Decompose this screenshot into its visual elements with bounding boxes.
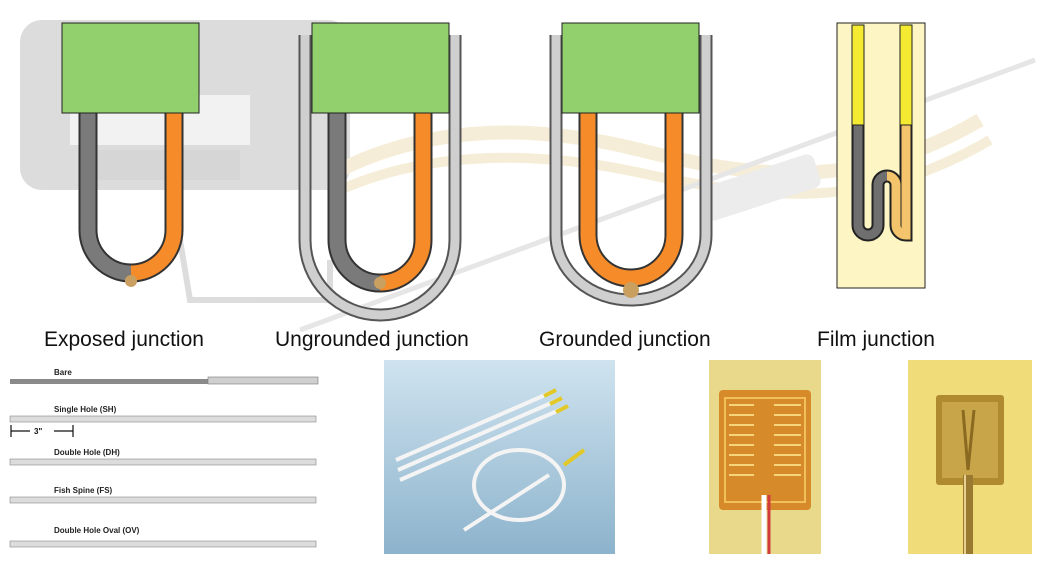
junction-diagrams <box>61 22 926 322</box>
film-sensor-photo <box>709 360 821 554</box>
dimension-label: 3" <box>34 427 42 436</box>
gold-film-probe-photo <box>908 360 1032 554</box>
exposed-junction-caption: Exposed junction <box>44 328 204 351</box>
grounded-junction-diagram <box>549 22 713 307</box>
probe-label-single-hole: Single Hole (SH) <box>54 405 117 414</box>
probe-label-bare: Bare <box>54 368 72 377</box>
dimension-marker: 3" <box>10 425 74 437</box>
probe-single-hole <box>9 415 317 423</box>
ungrounded-junction-diagram <box>298 22 462 322</box>
grounded-junction-caption: Grounded junction <box>539 328 711 351</box>
probe-label-fish-spine: Fish Spine (FS) <box>54 486 113 495</box>
probe-label-double-hole-oval: Double Hole Oval (OV) <box>54 526 140 535</box>
probe-label-double-hole: Double Hole (DH) <box>54 448 120 457</box>
probe-double-hole <box>9 458 317 466</box>
wire-probes-photo <box>384 360 615 554</box>
probe-fish-spine <box>9 496 317 504</box>
probe-types-photo: Bare Single Hole (SH) 3" Double Hole (DH… <box>8 363 320 555</box>
probe-double-hole-oval <box>9 540 317 548</box>
film-junction-diagram <box>836 22 926 289</box>
probe-bare <box>10 376 319 385</box>
exposed-junction-diagram <box>61 22 200 287</box>
film-junction-caption: Film junction <box>817 328 935 351</box>
ungrounded-junction-caption: Ungrounded junction <box>275 328 469 351</box>
